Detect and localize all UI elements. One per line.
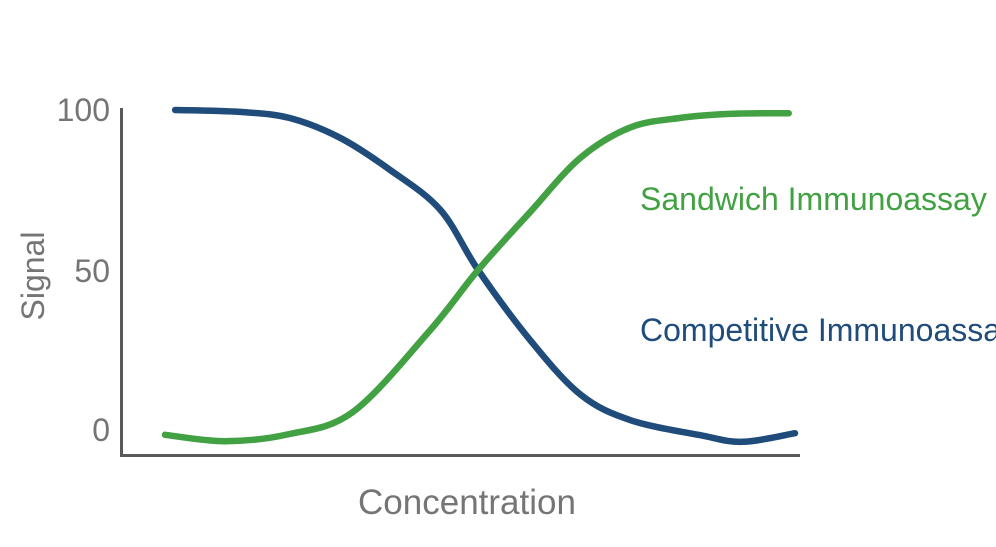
sandwich-series-label: Sandwich Immunoassay — [640, 181, 987, 217]
y-tick-100: 100 — [56, 92, 110, 128]
axes-lines — [120, 108, 800, 457]
sandwich-curve — [161, 109, 792, 445]
y-tick-0: 0 — [92, 412, 110, 448]
competitive-curve — [171, 106, 799, 446]
y-axis-title: Signal — [15, 231, 51, 321]
y-tick-50: 50 — [74, 253, 110, 289]
competitive-series-label: Competitive Immunoassay — [640, 312, 996, 348]
x-axis-title: Concentration — [358, 483, 576, 522]
